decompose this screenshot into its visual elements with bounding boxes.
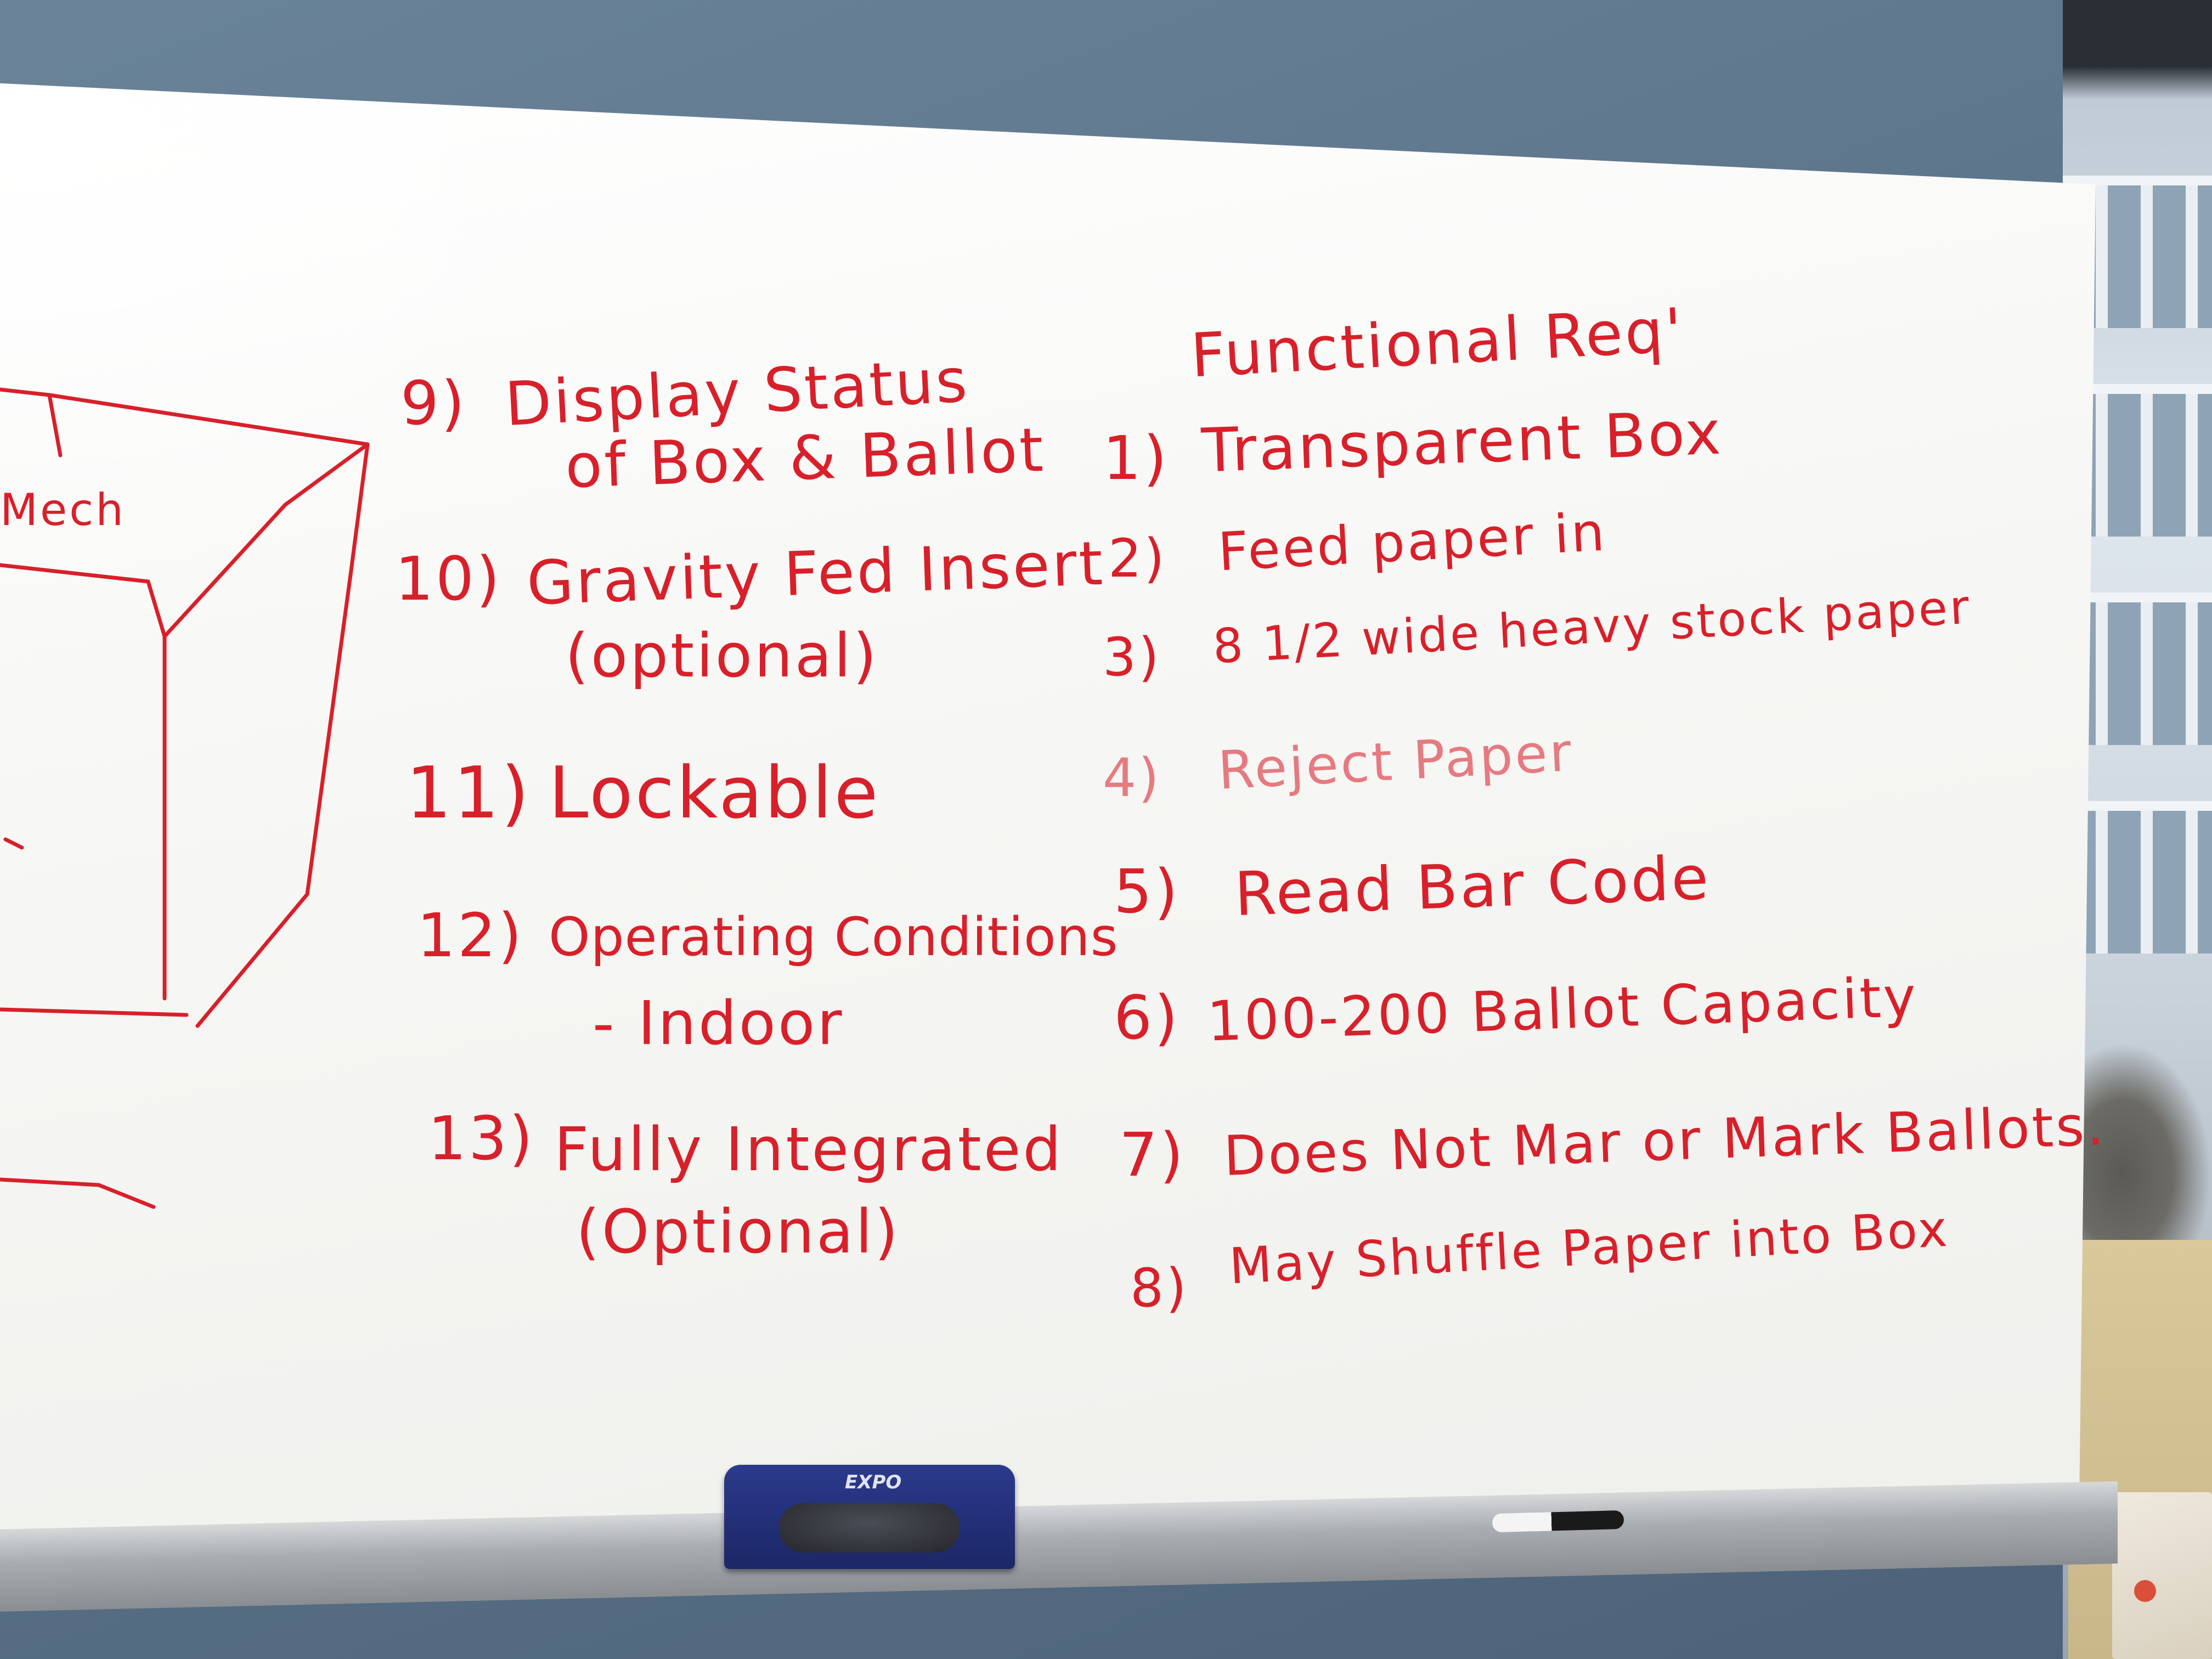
- sketch-label: Mech: [0, 484, 126, 535]
- item-text: (optional): [565, 620, 879, 691]
- item-text: Operating Conditions: [549, 906, 1119, 968]
- item-number: 4): [1103, 747, 1161, 809]
- whiteboard: [0, 82, 2096, 1542]
- item-number: 7): [1119, 1120, 1186, 1190]
- item-text: - Indoor: [592, 988, 844, 1058]
- item-number: 2): [1108, 528, 1167, 589]
- item-text: of Box & Ballot: [564, 414, 1047, 502]
- tissue-box: [2112, 1492, 2212, 1659]
- tree: [2063, 1042, 2212, 1262]
- item-number: 5): [1114, 856, 1180, 927]
- item-text: Read Bar Code: [1233, 842, 1712, 930]
- item-number: 10): [395, 544, 502, 614]
- eraser-brand: EXPO: [845, 1471, 902, 1493]
- marker: [1492, 1510, 1624, 1533]
- eraser-felt: [779, 1503, 960, 1553]
- item-number: 3): [1103, 627, 1161, 688]
- item-text: Fully Integrated: [554, 1114, 1064, 1184]
- item-number: 1): [1103, 423, 1169, 493]
- item-text: (Optional): [576, 1197, 900, 1267]
- item-number: 8): [1130, 1257, 1189, 1319]
- item-number: 12): [417, 900, 524, 970]
- item-number: 13): [428, 1103, 535, 1173]
- item-number: 11): [406, 751, 532, 834]
- eraser: EXPO: [724, 1465, 1015, 1569]
- item-number: 9): [400, 368, 467, 438]
- item-text: Transparent Box: [1200, 397, 1724, 486]
- item-text: Lockable: [549, 751, 881, 834]
- item-number: 6): [1114, 983, 1180, 1053]
